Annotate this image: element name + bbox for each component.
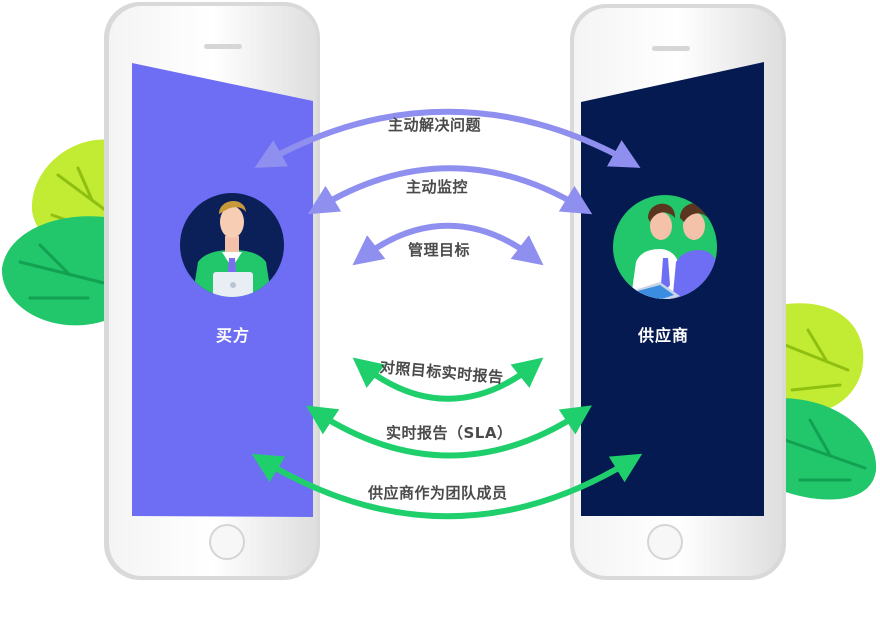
speaker-slot [204, 44, 242, 49]
label-proactive-resolution: 主动解决问题 [388, 116, 482, 134]
supplier-label: 供应商 [638, 326, 690, 345]
flow-arrow-supplier-team [251, 453, 643, 520]
buyer-label: 买方 [216, 326, 251, 345]
label-supplier-team: 供应商作为团队成员 [368, 484, 508, 502]
flow-arrow-proactive-monitoring [307, 165, 593, 215]
speaker-slot [652, 46, 690, 51]
supplier-avatar-icon [613, 195, 717, 299]
label-proactive-monitoring: 主动监控 [406, 178, 469, 196]
label-realtime-sla: 实时报告（SLA） [386, 424, 513, 442]
flow-arrow-manage-goals [352, 222, 544, 266]
home-button-icon[interactable] [209, 524, 245, 560]
home-button-icon[interactable] [647, 524, 683, 560]
leaf-icon-left [1, 139, 114, 326]
label-manage-goals: 管理目标 [408, 241, 471, 259]
flow-arrow-realtime-vs-goals [352, 357, 544, 402]
buyer-avatar-icon [180, 193, 284, 297]
flow-arrow-proactive-resolution [254, 108, 641, 168]
leaf-icon-right [780, 303, 877, 500]
